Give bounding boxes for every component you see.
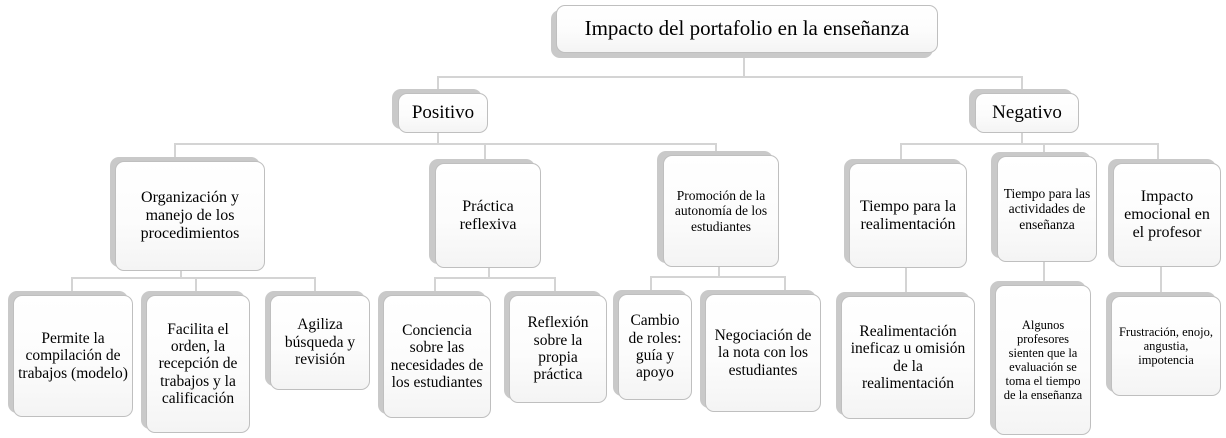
node-realimentacion-ineficaz[interactable]: Realimentación ineficaz u omisión de la … xyxy=(841,296,975,419)
node-negociacion-nota[interactable]: Negociación de la nota con los estudiant… xyxy=(705,294,821,412)
connector-tiempo-activ-drop xyxy=(1043,143,1045,155)
connector-negativo-drop xyxy=(1021,76,1023,92)
connector-conciencia-drop xyxy=(434,277,436,291)
node-organizacion-manejo[interactable]: Organización y manejo de los procedimien… xyxy=(115,161,265,271)
node-label: Algunos profesores sienten que la evalua… xyxy=(1003,318,1083,402)
connector-negativo-bus xyxy=(900,143,1158,145)
node-label: Negociación de la nota con los estudiant… xyxy=(714,326,812,379)
connector-positivo-drop xyxy=(437,76,439,92)
connector-reflexion-drop xyxy=(554,277,556,291)
connector-tiempo-realim-drop xyxy=(900,143,902,159)
connector-algunos-stem xyxy=(1043,260,1045,281)
connector-promocion-stem xyxy=(718,265,720,276)
node-label: Cambio de roles: guía y apoyo xyxy=(628,312,682,382)
node-positivo[interactable]: Positivo xyxy=(398,93,488,133)
connector-agiliza-drop xyxy=(314,277,316,291)
node-label: Tiempo para la realimentación xyxy=(859,197,957,233)
node-impacto-emocional[interactable]: Impacto emocional en el profesor xyxy=(1113,163,1221,267)
connector-frustracion-stem xyxy=(1160,266,1162,292)
connector-root-stem xyxy=(743,58,745,76)
connector-organizacion-stem xyxy=(180,268,182,277)
node-label: Realimentación ineficaz u omisión de la … xyxy=(850,322,966,392)
node-algunos-profesores[interactable]: Algunos profesores sienten que la evalua… xyxy=(995,285,1091,435)
node-tiempo-actividades[interactable]: Tiempo para las actividades de enseñanza xyxy=(997,156,1097,262)
node-label: Promoción de la autonomía de los estudia… xyxy=(674,188,768,234)
node-reflexion-propia-practica[interactable]: Reflexión sobre la propia práctica xyxy=(509,295,607,403)
node-label: Frustración, enojo, angustia, impotencia xyxy=(1118,325,1214,367)
connector-promocion-bus xyxy=(650,276,786,278)
connector-negociacion-drop xyxy=(784,276,786,290)
connector-organizacion-drop xyxy=(174,143,176,159)
node-label: Tiempo para las actividades de enseñanza xyxy=(1003,186,1091,232)
node-label: Conciencia sobre las necesidades de los … xyxy=(390,321,484,391)
node-label: Permite la compilación de trabajos (mode… xyxy=(18,329,128,382)
connector-positivo-stem xyxy=(437,131,439,143)
node-label: Práctica reflexiva xyxy=(459,197,517,233)
node-label: Impacto emocional en el profesor xyxy=(1124,188,1210,241)
connector-positivo-bus xyxy=(174,143,715,145)
node-root[interactable]: Impacto del portafolio en la enseñanza xyxy=(556,5,938,53)
node-facilita-orden[interactable]: Facilita el orden, la recepción de traba… xyxy=(146,295,250,433)
connector-permite-drop xyxy=(71,277,73,291)
connector-realimentacion-stem xyxy=(905,266,907,292)
node-permite-compilacion[interactable]: Permite la compilación de trabajos (mode… xyxy=(13,295,133,417)
node-label: Facilita el orden, la recepción de traba… xyxy=(158,320,238,408)
node-practica-reflexiva[interactable]: Práctica reflexiva xyxy=(435,163,541,268)
node-label: Agiliza búsqueda y revisión xyxy=(284,316,356,369)
connector-practica-drop xyxy=(484,143,486,159)
node-negativo[interactable]: Negativo xyxy=(975,93,1079,133)
connector-practica-bus xyxy=(434,277,556,279)
connector-cambio-drop xyxy=(650,276,652,290)
connector-facilita-drop xyxy=(195,277,197,291)
node-tiempo-realimentacion[interactable]: Tiempo para la realimentación xyxy=(849,163,967,268)
node-label: Positivo xyxy=(411,102,475,124)
connector-level2-bus xyxy=(437,76,1023,78)
node-label: Organización y manejo de los procedimien… xyxy=(140,189,240,242)
node-agiliza-busqueda[interactable]: Agiliza búsqueda y revisión xyxy=(270,295,370,390)
node-label: Negativo xyxy=(992,102,1062,124)
connector-negativo-stem xyxy=(1021,131,1023,143)
node-label: Reflexión sobre la propia práctica xyxy=(527,314,589,384)
node-label: Impacto del portafolio en la enseñanza xyxy=(584,16,910,41)
connector-promocion-drop xyxy=(715,143,717,155)
node-conciencia-necesidades[interactable]: Conciencia sobre las necesidades de los … xyxy=(383,295,491,418)
connector-practica-stem xyxy=(488,266,490,277)
node-cambio-roles[interactable]: Cambio de roles: guía y apoyo xyxy=(618,294,692,400)
node-frustracion-enojo[interactable]: Frustración, enojo, angustia, impotencia xyxy=(1111,296,1221,396)
connector-impacto-emo-drop xyxy=(1157,143,1159,159)
node-promocion-autonomia[interactable]: Promoción de la autonomía de los estudia… xyxy=(663,155,779,267)
connector-organizacion-bus xyxy=(71,277,316,279)
